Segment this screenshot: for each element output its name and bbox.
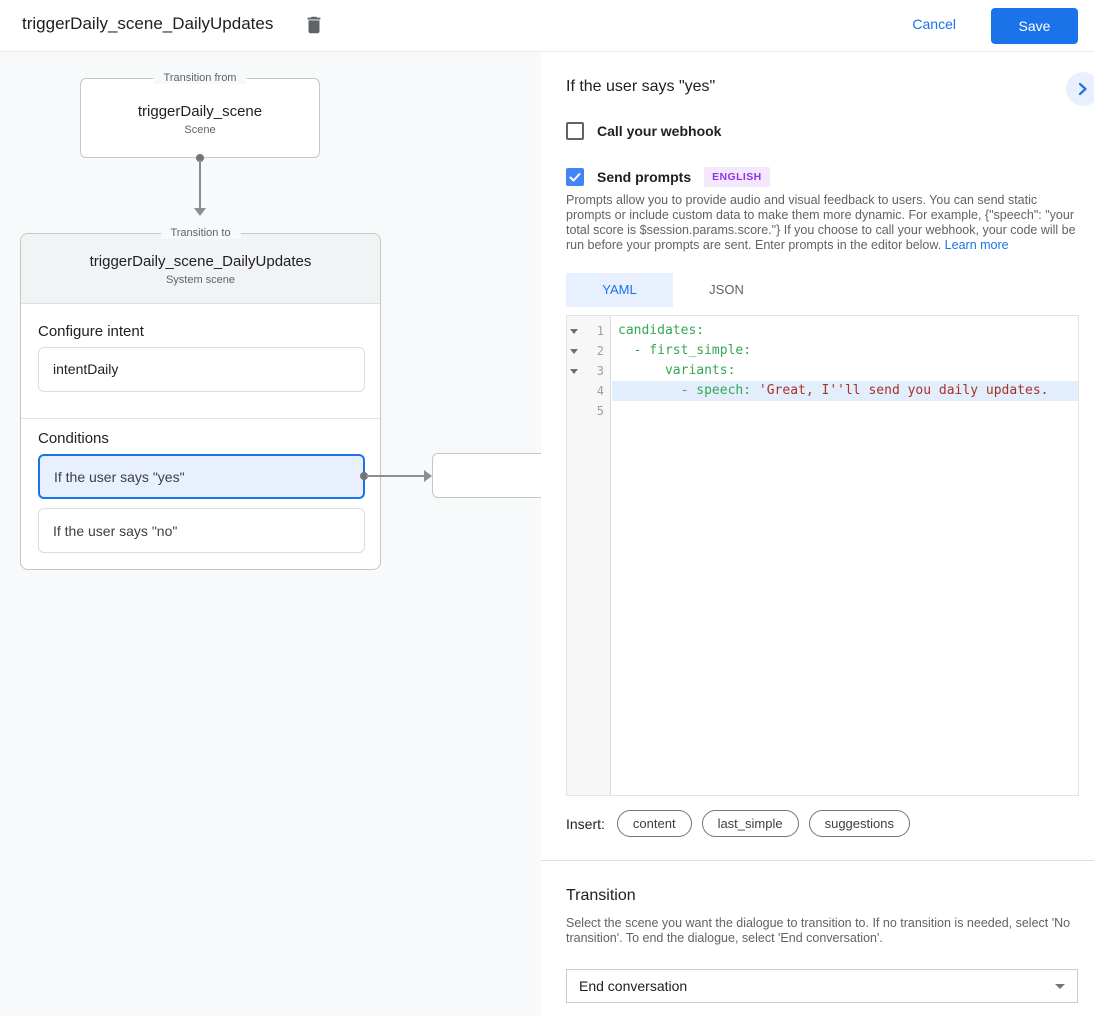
line-number: 4 xyxy=(596,384,604,398)
code-line-2: 2 - first_simple: xyxy=(567,341,1078,361)
insert-row: Insert: content last_simple suggestions xyxy=(566,810,920,837)
send-prompts-label: Send prompts xyxy=(597,169,692,185)
transition-target-node[interactable] xyxy=(432,453,541,498)
send-prompts-row: Send prompts ENGLISH xyxy=(566,167,770,187)
yaml-key: variants: xyxy=(618,363,736,378)
condition-panel-title: If the user says "yes" xyxy=(566,78,716,95)
connector-dot xyxy=(196,154,204,162)
transition-to-node: Transition to triggerDaily_scene_DailyUp… xyxy=(20,227,381,570)
page-title: triggerDaily_scene_DailyUpdates xyxy=(22,14,274,33)
transition-description: Select the scene you want the dialogue t… xyxy=(566,916,1071,945)
connector-line xyxy=(366,475,424,477)
fold-arrow-icon[interactable] xyxy=(570,329,578,334)
yaml-string: 'Great, I''ll send you daily updates. xyxy=(758,383,1049,398)
to-scene-header[interactable]: triggerDaily_scene_DailyUpdates System s… xyxy=(21,234,380,304)
yaml-key: - speech: xyxy=(618,383,759,398)
code-text[interactable]: candidates: xyxy=(612,321,1078,341)
intent-field[interactable]: intentDaily xyxy=(38,347,365,392)
webhook-row: Call your webhook xyxy=(566,122,721,140)
transition-dropdown[interactable]: End conversation xyxy=(566,969,1078,1003)
learn-more-link[interactable]: Learn more xyxy=(944,238,1009,252)
code-line-5: 5 xyxy=(567,401,1078,421)
configure-intent-heading: Configure intent xyxy=(38,323,144,340)
gutter-cell: 1 xyxy=(567,321,612,341)
line-number: 5 xyxy=(596,404,604,418)
insert-label: Insert: xyxy=(566,815,605,832)
send-prompts-checkbox[interactable] xyxy=(566,168,584,186)
line-number: 1 xyxy=(596,324,604,338)
prompts-description: Prompts allow you to provide audio and v… xyxy=(566,193,1079,253)
editor-gutter xyxy=(567,316,611,795)
section-divider xyxy=(21,418,380,419)
transition-heading: Transition xyxy=(566,887,636,904)
prompts-description-text: Prompts allow you to provide audio and v… xyxy=(566,193,1076,252)
prompt-code-editor[interactable]: 1 candidates: 2 - first_simple: 3 varian… xyxy=(566,315,1079,796)
code-text[interactable]: - first_simple: xyxy=(612,341,1078,361)
code-text[interactable]: variants: xyxy=(612,361,1078,381)
code-text[interactable] xyxy=(612,401,1078,421)
collapse-panel-button[interactable] xyxy=(1066,72,1094,106)
save-button[interactable]: Save xyxy=(991,8,1078,44)
code-line-4-highlighted: 4 - speech: 'Great, I''ll send you daily… xyxy=(567,381,1078,401)
transition-to-legend: Transition to xyxy=(160,227,241,239)
condition-details-panel: If the user says "yes" Call your webhook… xyxy=(541,52,1094,1016)
code-line-3: 3 variants: xyxy=(567,361,1078,381)
connector-dot xyxy=(360,472,368,480)
yaml-key: candidates: xyxy=(618,323,705,338)
language-badge: ENGLISH xyxy=(704,167,770,187)
delete-scene-button[interactable] xyxy=(301,13,327,39)
cancel-button[interactable]: Cancel xyxy=(912,16,956,32)
to-scene-name: triggerDaily_scene_DailyUpdates xyxy=(89,253,312,270)
condition-item-no[interactable]: If the user says "no" xyxy=(38,508,365,553)
dropdown-caret-icon xyxy=(1055,984,1065,989)
code-rows: 1 candidates: 2 - first_simple: 3 varian… xyxy=(567,321,1078,421)
tab-json[interactable]: JSON xyxy=(709,282,744,297)
transition-dropdown-value: End conversation xyxy=(579,978,688,994)
scene-flow-diagram: Transition from triggerDaily_scene Scene… xyxy=(0,52,541,1016)
insert-chip-last-simple[interactable]: last_simple xyxy=(701,810,799,837)
fold-arrow-icon[interactable] xyxy=(570,369,578,374)
transition-from-node[interactable]: Transition from triggerDaily_scene Scene xyxy=(80,72,320,158)
top-bar: triggerDaily_scene_DailyUpdates Cancel S… xyxy=(0,0,1094,52)
fold-arrow-icon[interactable] xyxy=(570,349,578,354)
tab-yaml[interactable]: YAML xyxy=(566,273,673,307)
from-scene-type: Scene xyxy=(184,124,216,136)
code-text[interactable]: - speech: 'Great, I''ll send you daily u… xyxy=(612,381,1078,401)
condition-item-yes[interactable]: If the user says "yes" xyxy=(38,454,365,499)
to-scene-type: System scene xyxy=(165,274,236,286)
connector-line xyxy=(199,160,201,208)
connector-arrowhead-icon xyxy=(194,208,206,216)
gutter-cell: 3 xyxy=(567,361,612,381)
yaml-key: - first_simple: xyxy=(618,343,752,358)
insert-chip-content[interactable]: content xyxy=(616,810,692,837)
line-number: 3 xyxy=(596,364,604,378)
section-divider xyxy=(541,860,1094,861)
conditions-heading: Conditions xyxy=(38,430,109,447)
gutter-cell: 5 xyxy=(567,401,612,421)
gutter-cell: 4 xyxy=(567,381,612,401)
code-line-1: 1 candidates: xyxy=(567,321,1078,341)
gutter-cell: 2 xyxy=(567,341,612,361)
from-scene-name: triggerDaily_scene xyxy=(137,103,263,120)
line-number: 2 xyxy=(596,344,604,358)
editor-format-tabs: YAML JSON xyxy=(566,273,780,307)
webhook-label: Call your webhook xyxy=(597,123,722,139)
transition-from-legend: Transition from xyxy=(153,72,247,84)
insert-chip-suggestions[interactable]: suggestions xyxy=(808,810,910,837)
connector-arrowhead-icon xyxy=(424,470,432,482)
webhook-checkbox[interactable] xyxy=(566,122,584,140)
trash-icon xyxy=(303,16,325,39)
